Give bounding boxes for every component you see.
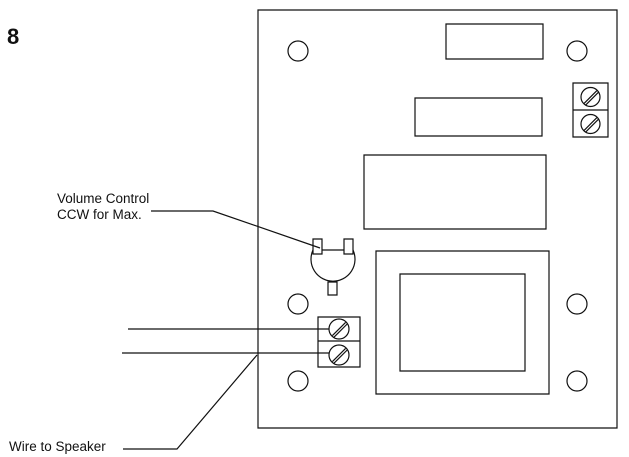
volume-control-potentiometer [311,239,355,295]
screw-icon [581,88,600,107]
step-number: 8 [7,24,20,49]
speaker-terminal-block [318,317,360,367]
mounting-hole-bottom-left [288,371,308,391]
volume-control-label: Volume Control [57,191,150,206]
mounting-hole-top-right [567,41,587,61]
wire-to-speaker-leader-line [123,355,257,449]
circuit-board-outline [258,10,617,428]
component-large-block [364,155,546,229]
screw-icon [329,345,349,365]
screw-icon [581,115,600,134]
component-top-block [446,24,543,59]
terminal-block-top-right [573,83,608,137]
wire-to-speaker-label: Wire to Speaker [9,439,106,454]
volume-control-direction-label: CCW for Max. [57,207,142,222]
mounting-hole-top-left [288,41,308,61]
screw-icon [329,319,349,339]
mounting-hole-mid-right [567,294,587,314]
transformer [376,251,549,394]
component-middle-block [415,98,542,136]
mounting-hole-mid-left [288,294,308,314]
mounting-hole-bottom-right [567,371,587,391]
volume-control-leader-line [151,211,320,248]
